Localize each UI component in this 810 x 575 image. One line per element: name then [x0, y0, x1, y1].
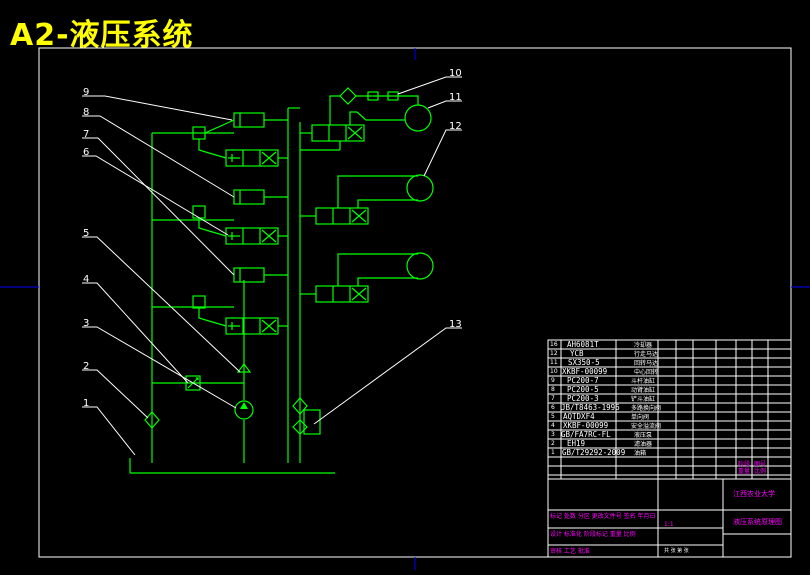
- svg-text:比例: 比例: [754, 467, 766, 475]
- svg-text:重量: 重量: [738, 467, 750, 475]
- svg-text:AQTDXF4: AQTDXF4: [563, 412, 595, 421]
- parts-row-3: 3 GB/FA7RC-FL 液压泵: [551, 430, 652, 439]
- callout-13: 13: [449, 319, 462, 330]
- tb-scale-label: 1:1: [664, 521, 674, 528]
- parts-row-16: 16 AH6081T 冷却器: [550, 340, 652, 349]
- valve-section-1: [192, 112, 288, 167]
- parts-row-6: 6 JB/T8463-1996 多路换向阀: [551, 403, 661, 412]
- callout-12: 12: [449, 121, 462, 132]
- svg-text:11: 11: [550, 359, 558, 366]
- parts-list: 16 AH6081T 冷却器 12 YCB 行走马达 11 SX350-5 回转…: [547, 339, 792, 480]
- parts-row-10: 10 XKBF-00099 中心回转: [550, 367, 658, 376]
- title-block: 江西农业大学 液压系统原理图 共 张 第 张 标记 处数 分区 更改文件号 签名…: [547, 478, 792, 558]
- callouts: 9 8 7 6 5 4 3 2 1 10 11 12 13: [83, 68, 462, 409]
- sheet-info: 共 张 第 张: [664, 547, 689, 554]
- callout-5: 5: [83, 228, 89, 239]
- right-valve-2: [300, 175, 418, 225]
- parts-row-8: 8 PC200-5 动臂油缸: [551, 385, 655, 394]
- callout-8: 8: [83, 107, 89, 118]
- svg-text:冷却器: 冷却器: [634, 341, 652, 349]
- valve-section-2: [192, 189, 288, 245]
- svg-text:GB/FA7RC-FL: GB/FA7RC-FL: [561, 430, 611, 439]
- svg-text:EH19: EH19: [567, 439, 585, 448]
- svg-text:JB/T8463-1996: JB/T8463-1996: [561, 403, 620, 412]
- svg-text:16: 16: [550, 341, 558, 348]
- leader-lines: [82, 76, 462, 456]
- callout-10: 10: [449, 68, 462, 79]
- parts-row-9: 9 PC200-7 斗杆油缸: [551, 376, 655, 385]
- callout-11: 11: [449, 92, 462, 103]
- parts-row-12: 12 YCB 行走马达: [550, 349, 658, 358]
- parts-row-7: 7 PC200-3 铲斗油缸: [551, 394, 655, 403]
- svg-text:3: 3: [551, 431, 555, 438]
- drawing-name: 液压系统原理图: [733, 517, 782, 526]
- svg-text:GB/T29292-2009: GB/T29292-2009: [562, 448, 625, 457]
- svg-text:中心回转: 中心回转: [634, 368, 658, 376]
- svg-text:10: 10: [550, 368, 558, 375]
- svg-text:SX350-5: SX350-5: [568, 358, 600, 367]
- parts-row-11: 11 SX350-5 回转马达: [550, 358, 658, 367]
- university-name: 江西农业大学: [733, 489, 775, 498]
- parts-header: 阶段 图号 重量 比例: [738, 460, 766, 475]
- callout-2: 2: [83, 361, 89, 372]
- callout-9: 9: [83, 87, 89, 98]
- callout-7: 7: [83, 129, 89, 140]
- callout-4: 4: [83, 274, 89, 285]
- return-filter: [292, 397, 308, 415]
- svg-text:阶段: 阶段: [738, 460, 750, 468]
- svg-text:图号: 图号: [754, 461, 766, 468]
- svg-text:6: 6: [551, 404, 555, 411]
- svg-text:安全溢流阀: 安全溢流阀: [631, 422, 661, 430]
- motor-12: [406, 174, 434, 202]
- svg-text:8: 8: [551, 386, 555, 393]
- right-valve-3: [300, 253, 418, 303]
- relief-valve: [185, 375, 201, 391]
- svg-text:单向阀: 单向阀: [631, 413, 649, 421]
- svg-text:PC200-3: PC200-3: [567, 394, 599, 403]
- parts-row-2: 2 EH19 滤油器: [551, 439, 652, 448]
- svg-text:2: 2: [551, 440, 555, 447]
- motor-11: [356, 95, 432, 132]
- svg-text:1: 1: [551, 449, 555, 456]
- valve-section-3: [192, 267, 288, 335]
- parts-row-1: 1 GB/T29292-2009 油箱: [551, 448, 646, 457]
- svg-text:动臂油缸: 动臂油缸: [631, 386, 655, 394]
- svg-text:铲斗油缸: 铲斗油缸: [631, 395, 655, 403]
- svg-text:YCB: YCB: [570, 349, 584, 358]
- svg-text:多路换向阀: 多路换向阀: [631, 404, 661, 412]
- svg-text:液压泵: 液压泵: [634, 431, 652, 439]
- callout-1: 1: [83, 398, 89, 409]
- tb-process-label: 审核 工艺 批准: [550, 547, 590, 555]
- parts-row-5: 5 AQTDXF4 单向阀: [551, 412, 649, 421]
- callout-6: 6: [83, 147, 89, 158]
- svg-text:XKBF-00099: XKBF-00099: [563, 421, 608, 430]
- svg-text:斗杆油缸: 斗杆油缸: [631, 377, 655, 385]
- callout-3: 3: [83, 318, 89, 329]
- svg-text:4: 4: [551, 422, 555, 429]
- motor-lower: [406, 252, 434, 280]
- svg-text:回转马达: 回转马达: [634, 359, 658, 367]
- svg-text:AH6081T: AH6081T: [567, 340, 599, 349]
- drawing-title: A2-液压系统: [10, 18, 194, 53]
- parts-row-4: 4 XKBF-00099 安全溢流阀: [551, 421, 661, 430]
- svg-text:PC200-7: PC200-7: [567, 376, 599, 385]
- svg-text:油箱: 油箱: [634, 449, 646, 457]
- svg-text:12: 12: [550, 350, 558, 357]
- svg-text:行走马达: 行走马达: [634, 350, 658, 358]
- check-valve: [236, 363, 252, 373]
- tb-check-label: 设计 标准化 阶段标记 重量 比例: [550, 530, 636, 538]
- svg-text:5: 5: [551, 413, 555, 420]
- right-valve-1: [300, 87, 404, 151]
- svg-text:XKBF-00099: XKBF-00099: [562, 367, 607, 376]
- svg-text:PC200-5: PC200-5: [567, 385, 599, 394]
- svg-text:滤油器: 滤油器: [634, 440, 652, 448]
- hydraulic-circuit: [129, 87, 434, 474]
- svg-text:7: 7: [551, 395, 555, 402]
- tb-designer-label: 标记 处数 分区 更改文件号 签名 年月日: [550, 512, 656, 520]
- svg-text:9: 9: [551, 377, 555, 384]
- pump: [234, 400, 254, 420]
